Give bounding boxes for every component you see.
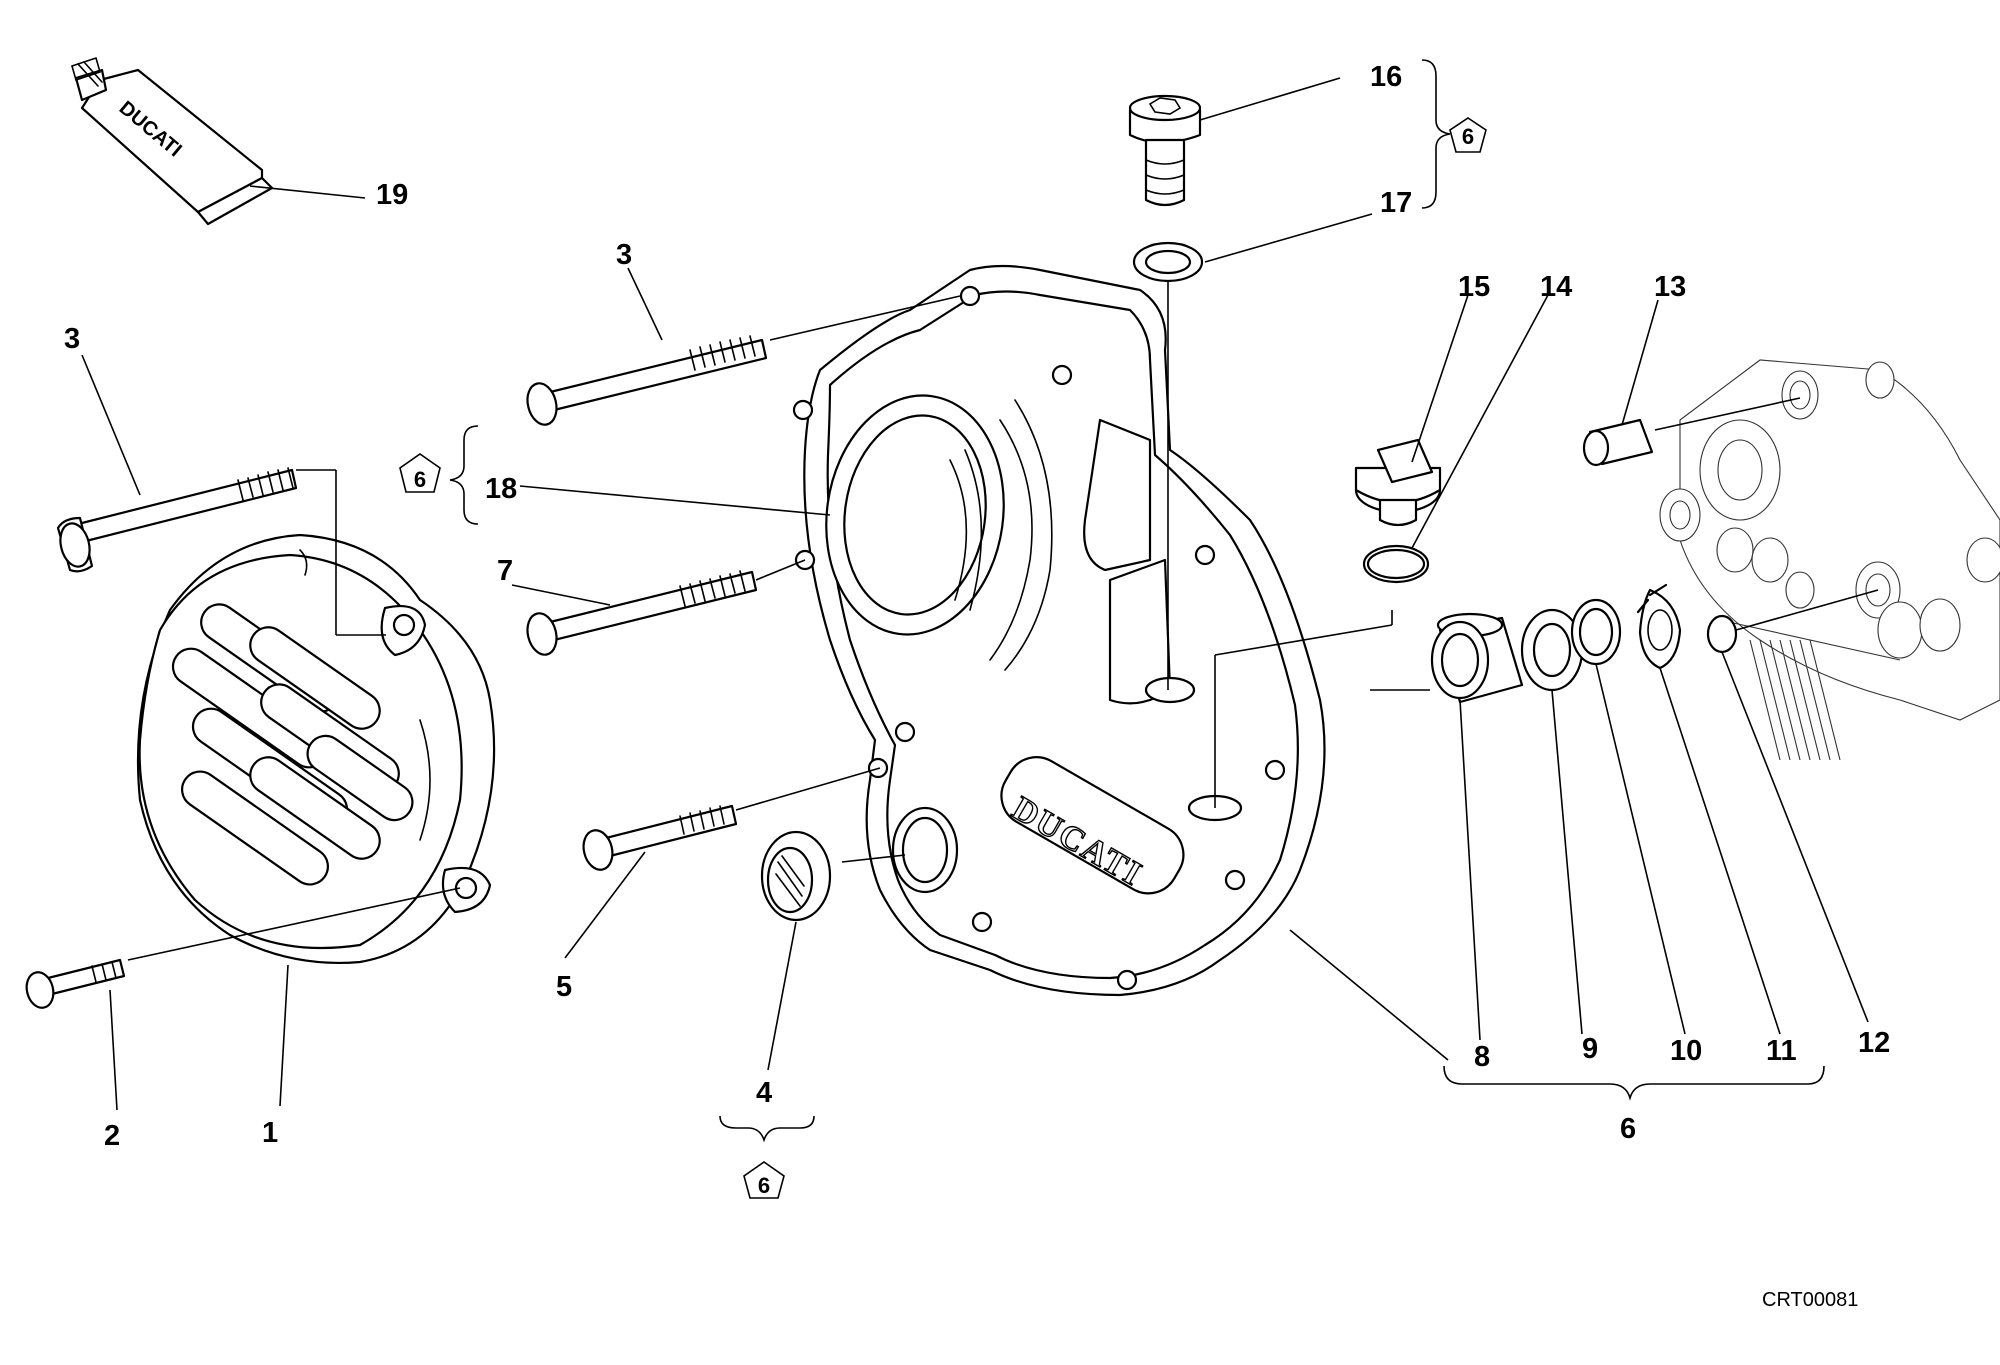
bolt-7 [526, 570, 758, 656]
callout-4: 4 [756, 1077, 772, 1109]
sealant-tube-part: DUCATI [71, 56, 274, 226]
callout-5: 5 [556, 971, 572, 1003]
callout-1: 1 [262, 1117, 278, 1149]
bolt-3-left [56, 467, 298, 573]
callout-9: 9 [1582, 1033, 1598, 1065]
kit-symbol-top: 6 [1449, 117, 1487, 153]
kit-braces [449, 59, 1825, 1143]
callout-6: 6 [1620, 1113, 1636, 1145]
callout-2: 2 [104, 1120, 120, 1152]
bolt-3-center [526, 335, 768, 426]
engine-casing-background [1659, 359, 2000, 761]
crankcase-cover-part: DUCATI [792, 264, 1326, 997]
ring-10 [1570, 598, 1622, 666]
clutch-cover-part [136, 533, 496, 965]
callout-8: 8 [1474, 1041, 1490, 1073]
callout-16: 16 [1370, 61, 1402, 93]
bolt-5 [582, 804, 738, 871]
cap-screw-16 [1128, 94, 1202, 207]
o-ring-14 [1362, 544, 1430, 584]
callout-7: 7 [497, 555, 513, 587]
kit-symbol-label: 6 [1462, 124, 1474, 149]
bolt-2 [25, 958, 126, 1009]
callout-19: 19 [376, 179, 408, 211]
o-ring-12 [1706, 614, 1738, 654]
callout-3-center: 3 [616, 239, 632, 271]
callout-10: 10 [1670, 1035, 1702, 1067]
callout-13: 13 [1654, 271, 1686, 303]
bearing-9 [1520, 608, 1584, 692]
seal-4-part [760, 830, 832, 922]
dowel-13 [1582, 418, 1654, 467]
kit-symbol-label: 6 [758, 1173, 770, 1198]
circlip-11 [1636, 583, 1682, 670]
kit-symbol-label: 6 [414, 467, 426, 492]
callout-3-left: 3 [64, 323, 80, 355]
callout-labels: 19 3 3 18 7 5 2 1 4 16 17 15 14 13 8 9 1… [64, 61, 1890, 1152]
washer-17 [1132, 241, 1204, 283]
callout-14: 14 [1540, 271, 1572, 303]
drawing-code: CRT00081 [1762, 1289, 1858, 1311]
callout-11: 11 [1766, 1035, 1797, 1067]
kit-symbol-left: 6 [399, 453, 441, 493]
filler-plug-15 [1354, 438, 1442, 527]
callout-12: 12 [1858, 1027, 1890, 1059]
sleeve-8 [1430, 612, 1524, 704]
callout-17: 17 [1380, 187, 1412, 219]
callout-18: 18 [485, 473, 517, 505]
kit-symbol-bottom: 6 [743, 1161, 785, 1199]
callout-15: 15 [1458, 271, 1490, 303]
leader-lines [81, 77, 1879, 1111]
